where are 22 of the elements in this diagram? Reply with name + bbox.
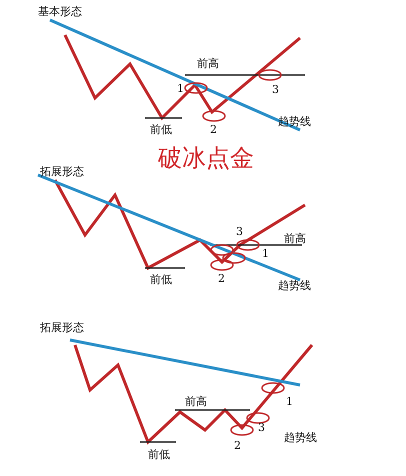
point-number: 2	[210, 124, 217, 135]
level-label: 前低	[150, 274, 172, 285]
level-label: 前高	[284, 233, 306, 244]
point-number: 1	[286, 396, 293, 407]
point-number: 3	[258, 422, 265, 433]
trendline-label: 趋势线	[278, 116, 311, 127]
level-label: 前高	[185, 396, 207, 407]
point-number: 1	[177, 83, 184, 94]
panel-heading: 拓展形态	[40, 166, 84, 177]
trendline-label: 趋势线	[284, 432, 317, 443]
panel-heading: 基本形态	[38, 6, 82, 17]
level-label: 前低	[148, 449, 170, 460]
panel-heading: 拓展形态	[40, 322, 84, 333]
level-label: 前高	[197, 58, 219, 69]
point-number: 2	[218, 273, 225, 284]
point-number: 3	[272, 84, 279, 95]
level-label: 前低	[150, 124, 172, 135]
point-number: 3	[236, 226, 243, 237]
point-number: 1	[262, 248, 269, 259]
point-number: 2	[234, 440, 241, 451]
diagram-title: 破冰点金	[158, 146, 254, 170]
trendline-label: 趋势线	[278, 280, 311, 291]
